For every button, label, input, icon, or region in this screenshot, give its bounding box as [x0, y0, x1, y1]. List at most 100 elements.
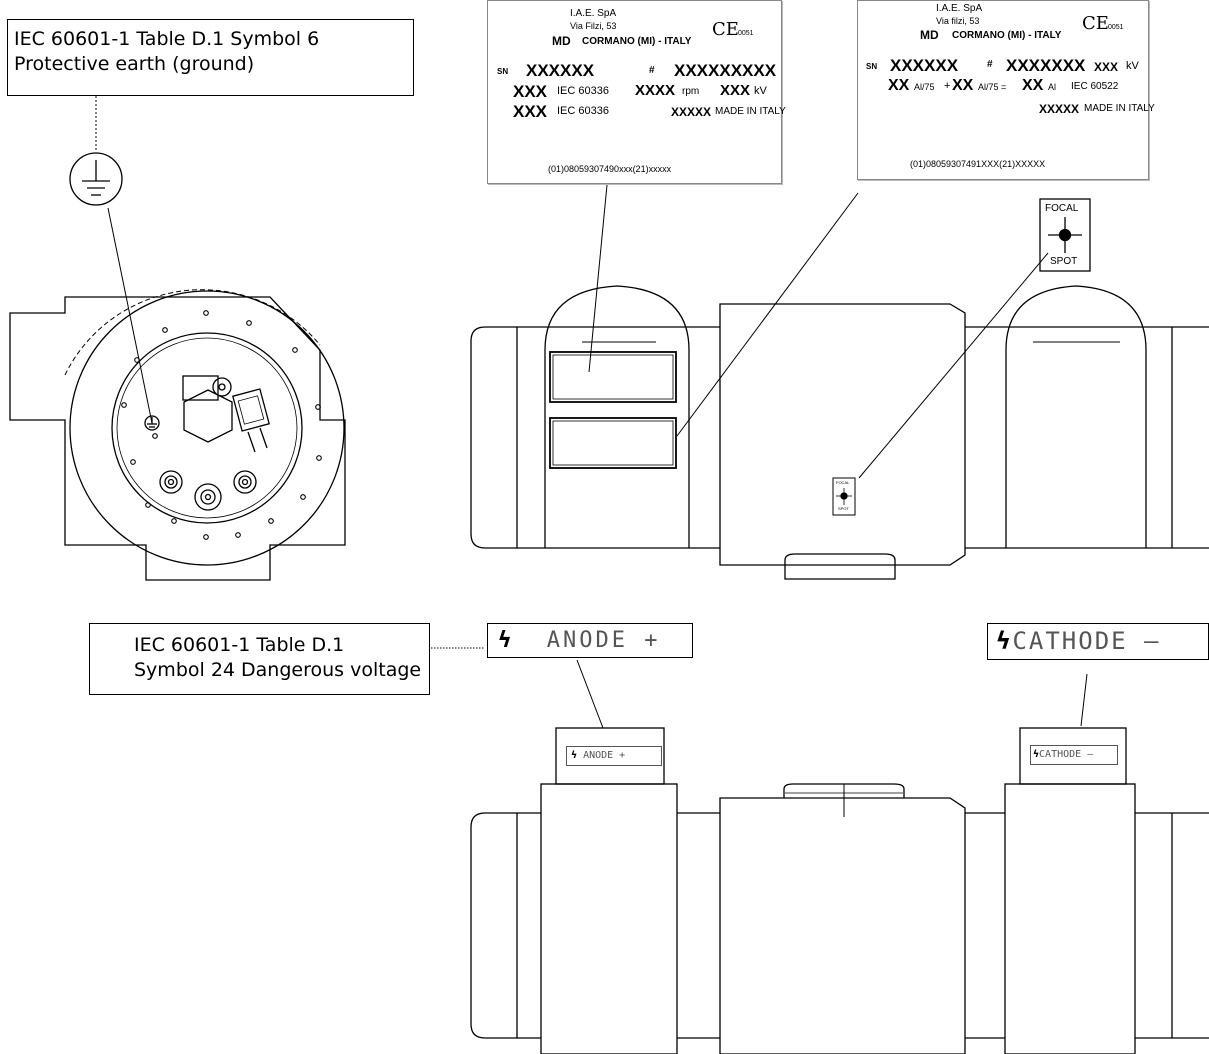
protective-earth-icon [69, 152, 123, 206]
dangerous-voltage-icon: ϟ [498, 628, 515, 653]
flange-outer [69, 290, 345, 566]
dangerous-voltage-icon-4: ϟ [1033, 749, 1040, 760]
anode-text-small: ANODE + [583, 750, 626, 761]
reference-number-2: XXXXXXX [1006, 56, 1086, 75]
row3-value: XXX [513, 102, 548, 121]
focal-small-label-bottom: SPOT [838, 506, 849, 511]
anode-cap [555, 727, 665, 785]
label-1-leader [588, 184, 608, 373]
anode-text: ANODE + [546, 628, 661, 653]
notified-body-number-2: 0051 [1108, 24, 1124, 31]
focal-small-label-top: FOCAL [836, 480, 850, 485]
earth-callout-line-1: IEC 60601-1 Table D.1 Symbol 6 [14, 28, 320, 50]
row2-value: XXX [513, 82, 548, 101]
ce-mark: CE [712, 19, 739, 40]
hv-sockets [159, 470, 257, 511]
flange-ring [116, 337, 298, 519]
barcode-text-2: (01)08059307491XXX(21)XXXXX [910, 159, 1046, 169]
hash-box-text-2: # [987, 59, 993, 70]
dangerous-voltage-icon-2: ϟ [996, 627, 1013, 655]
row3-standard: IEC 60336 [557, 105, 609, 117]
cathode-text: CATHODE – [1012, 627, 1161, 655]
cathode-block [1004, 783, 1136, 1054]
filtration-2-unit: Al/75 = [978, 82, 1007, 92]
right-dome [1005, 285, 1147, 548]
top-housing-center [719, 303, 966, 566]
notified-body-number: 0051 [738, 30, 754, 37]
focal-spot-marker-small [832, 477, 856, 516]
label-1-position [549, 351, 677, 403]
earth-callout-line-2: Protective earth (ground) [14, 53, 255, 75]
filtration-1: XX [888, 77, 910, 94]
company-street-2: Via filzi, 53 [936, 16, 980, 26]
terminal-block [182, 375, 219, 401]
bottom-housing-left-cap [470, 812, 518, 1039]
voltage-callout-line-2: Symbol 24 Dangerous voltage [134, 659, 422, 681]
filtration-total-unit: Al [1048, 82, 1057, 92]
terminal-post [212, 377, 232, 397]
reference-number: XXXXXXXXX [674, 61, 777, 80]
bolt-holes [121, 310, 322, 540]
made-in-2: MADE IN ITALY [1084, 103, 1155, 114]
focal-label-top: FOCAL [1045, 203, 1079, 214]
filtration-plus: + [944, 80, 951, 92]
filtration-total: XX [1022, 77, 1044, 94]
product-label-2: iae I.A.E. SpA Via filzi, 53 MD CORMANO … [857, 0, 1155, 180]
sn-box-text: SN [497, 67, 509, 76]
housing-bottom-view [431, 647, 1209, 1054]
product-label-1: iae I.A.E. SpA Via Filzi, 53 MD CORMANO … [487, 0, 786, 184]
md-mark: MD [552, 34, 571, 48]
label-2-position [549, 417, 677, 469]
logo-text-2: iae [870, 32, 891, 49]
ce-mark-2: CE [1082, 13, 1109, 34]
anode-label-small: ϟ ANODE + [566, 746, 662, 766]
company-name-2: I.A.E. SpA [936, 3, 983, 14]
company-city: CORMANO (MI) - ITALY [582, 36, 692, 47]
cathode-leader [1080, 673, 1088, 727]
barcode-text: (01)08059307490xxx(21)xxxxx [548, 164, 672, 174]
housing-top-view [470, 184, 1209, 580]
anode-label: ϟ ANODE + [487, 623, 693, 658]
focal-leader [858, 252, 1049, 479]
serial-number: XXXXXX [526, 61, 595, 80]
logo-text: iae [502, 38, 523, 55]
cathode-label-small: ϟCATHODE – [1030, 745, 1118, 765]
kv-value-2: XXX [1094, 60, 1119, 74]
hash-box-text: # [649, 65, 655, 76]
rpm-value: XXXX [635, 82, 676, 99]
bottom-tab [784, 553, 896, 580]
company-street: Via Filzi, 53 [570, 21, 617, 31]
sn-box-text-2: SN [866, 62, 878, 71]
anode-block [540, 783, 678, 1054]
serial-number-2: XXXXXX [890, 56, 959, 75]
earth-callout: IEC 60601-1 Table D.1 Symbol 6 Protectiv… [7, 19, 414, 96]
connector [232, 388, 270, 453]
filtration-1-unit: Al/75 [914, 82, 935, 92]
anode-leader [576, 659, 604, 729]
cathode-label: ϟCATHODE – [987, 623, 1209, 660]
row2-standard: IEC 60336 [557, 85, 609, 97]
focal-label-bottom: SPOT [1050, 256, 1078, 267]
kv-unit: kV [754, 85, 767, 97]
company-city-2: CORMANO (MI) - ITALY [952, 30, 1062, 41]
central-hex-nut [183, 389, 233, 443]
kv-value: XXX [720, 82, 751, 99]
top-housing-outline [470, 326, 518, 549]
filtration-2: XX [952, 77, 974, 94]
cathode-cap [1019, 727, 1127, 785]
focal-spot-box [1039, 198, 1091, 272]
company-name: I.A.E. SpA [570, 8, 617, 19]
cathode-text-small: CATHODE – [1039, 749, 1094, 760]
made-in: MADE IN ITALY [715, 106, 786, 117]
voltage-callout-line-1: IEC 60601-1 Table D.1 [134, 634, 345, 656]
earth-leader [107, 207, 153, 424]
label-2-leader [676, 192, 859, 437]
earth-callout-leaders [95, 96, 153, 424]
kv-unit-2: kV [1126, 60, 1139, 72]
dashed-flange-arc [64, 289, 321, 376]
dangerous-voltage-icon-3: ϟ [571, 750, 578, 761]
bottom-housing-center [719, 797, 966, 1054]
earth-terminal-icon [144, 415, 160, 431]
housing-outline [9, 296, 346, 581]
